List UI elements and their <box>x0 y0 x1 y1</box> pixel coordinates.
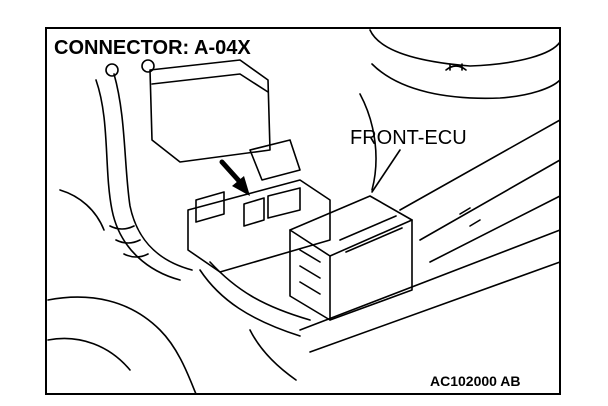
fender-line-2 <box>419 159 561 241</box>
lower-left-curve <box>47 337 131 371</box>
lower-harness-3 <box>249 329 297 381</box>
bolt-1 <box>105 63 119 77</box>
junction-block <box>187 179 331 273</box>
front-ecu-label: FRONT-ECU <box>350 127 467 149</box>
connector-1 <box>195 191 225 223</box>
strut-bolt <box>445 63 467 71</box>
fender-line-3 <box>429 195 561 263</box>
front-ecu-leader-line <box>371 149 401 193</box>
strut-tower-top <box>369 29 561 67</box>
connector-2 <box>249 139 301 181</box>
lower-harness-1 <box>199 269 301 337</box>
hose-left <box>59 189 105 231</box>
fender-line-5 <box>309 261 561 353</box>
connector-target <box>243 197 265 227</box>
harness-wrap <box>109 225 149 258</box>
lower-left-panel <box>47 296 197 395</box>
fender-line-1 <box>399 119 561 211</box>
harness-left-2 <box>113 73 193 271</box>
fender-line-4 <box>299 229 561 331</box>
figure-code: AC102000 AB <box>430 373 521 389</box>
front-ecu-body <box>289 195 413 321</box>
fender-clips <box>459 207 481 227</box>
line-art <box>47 29 561 395</box>
relay-box <box>149 59 271 163</box>
relay-box-lid <box>151 73 269 93</box>
front-ecu-top-ribs <box>339 215 403 253</box>
harness-left-1 <box>95 79 181 281</box>
strut-edge <box>359 93 377 191</box>
connector-3 <box>267 187 301 219</box>
bolt-2 <box>141 59 155 73</box>
strut-tower-rim <box>371 63 561 100</box>
pointer-arrow-icon <box>219 159 250 196</box>
lower-harness-2 <box>209 261 311 321</box>
front-ecu-ribs <box>299 249 321 295</box>
connector-title: CONNECTOR: A-04X <box>54 37 251 59</box>
figure-frame <box>45 27 561 395</box>
